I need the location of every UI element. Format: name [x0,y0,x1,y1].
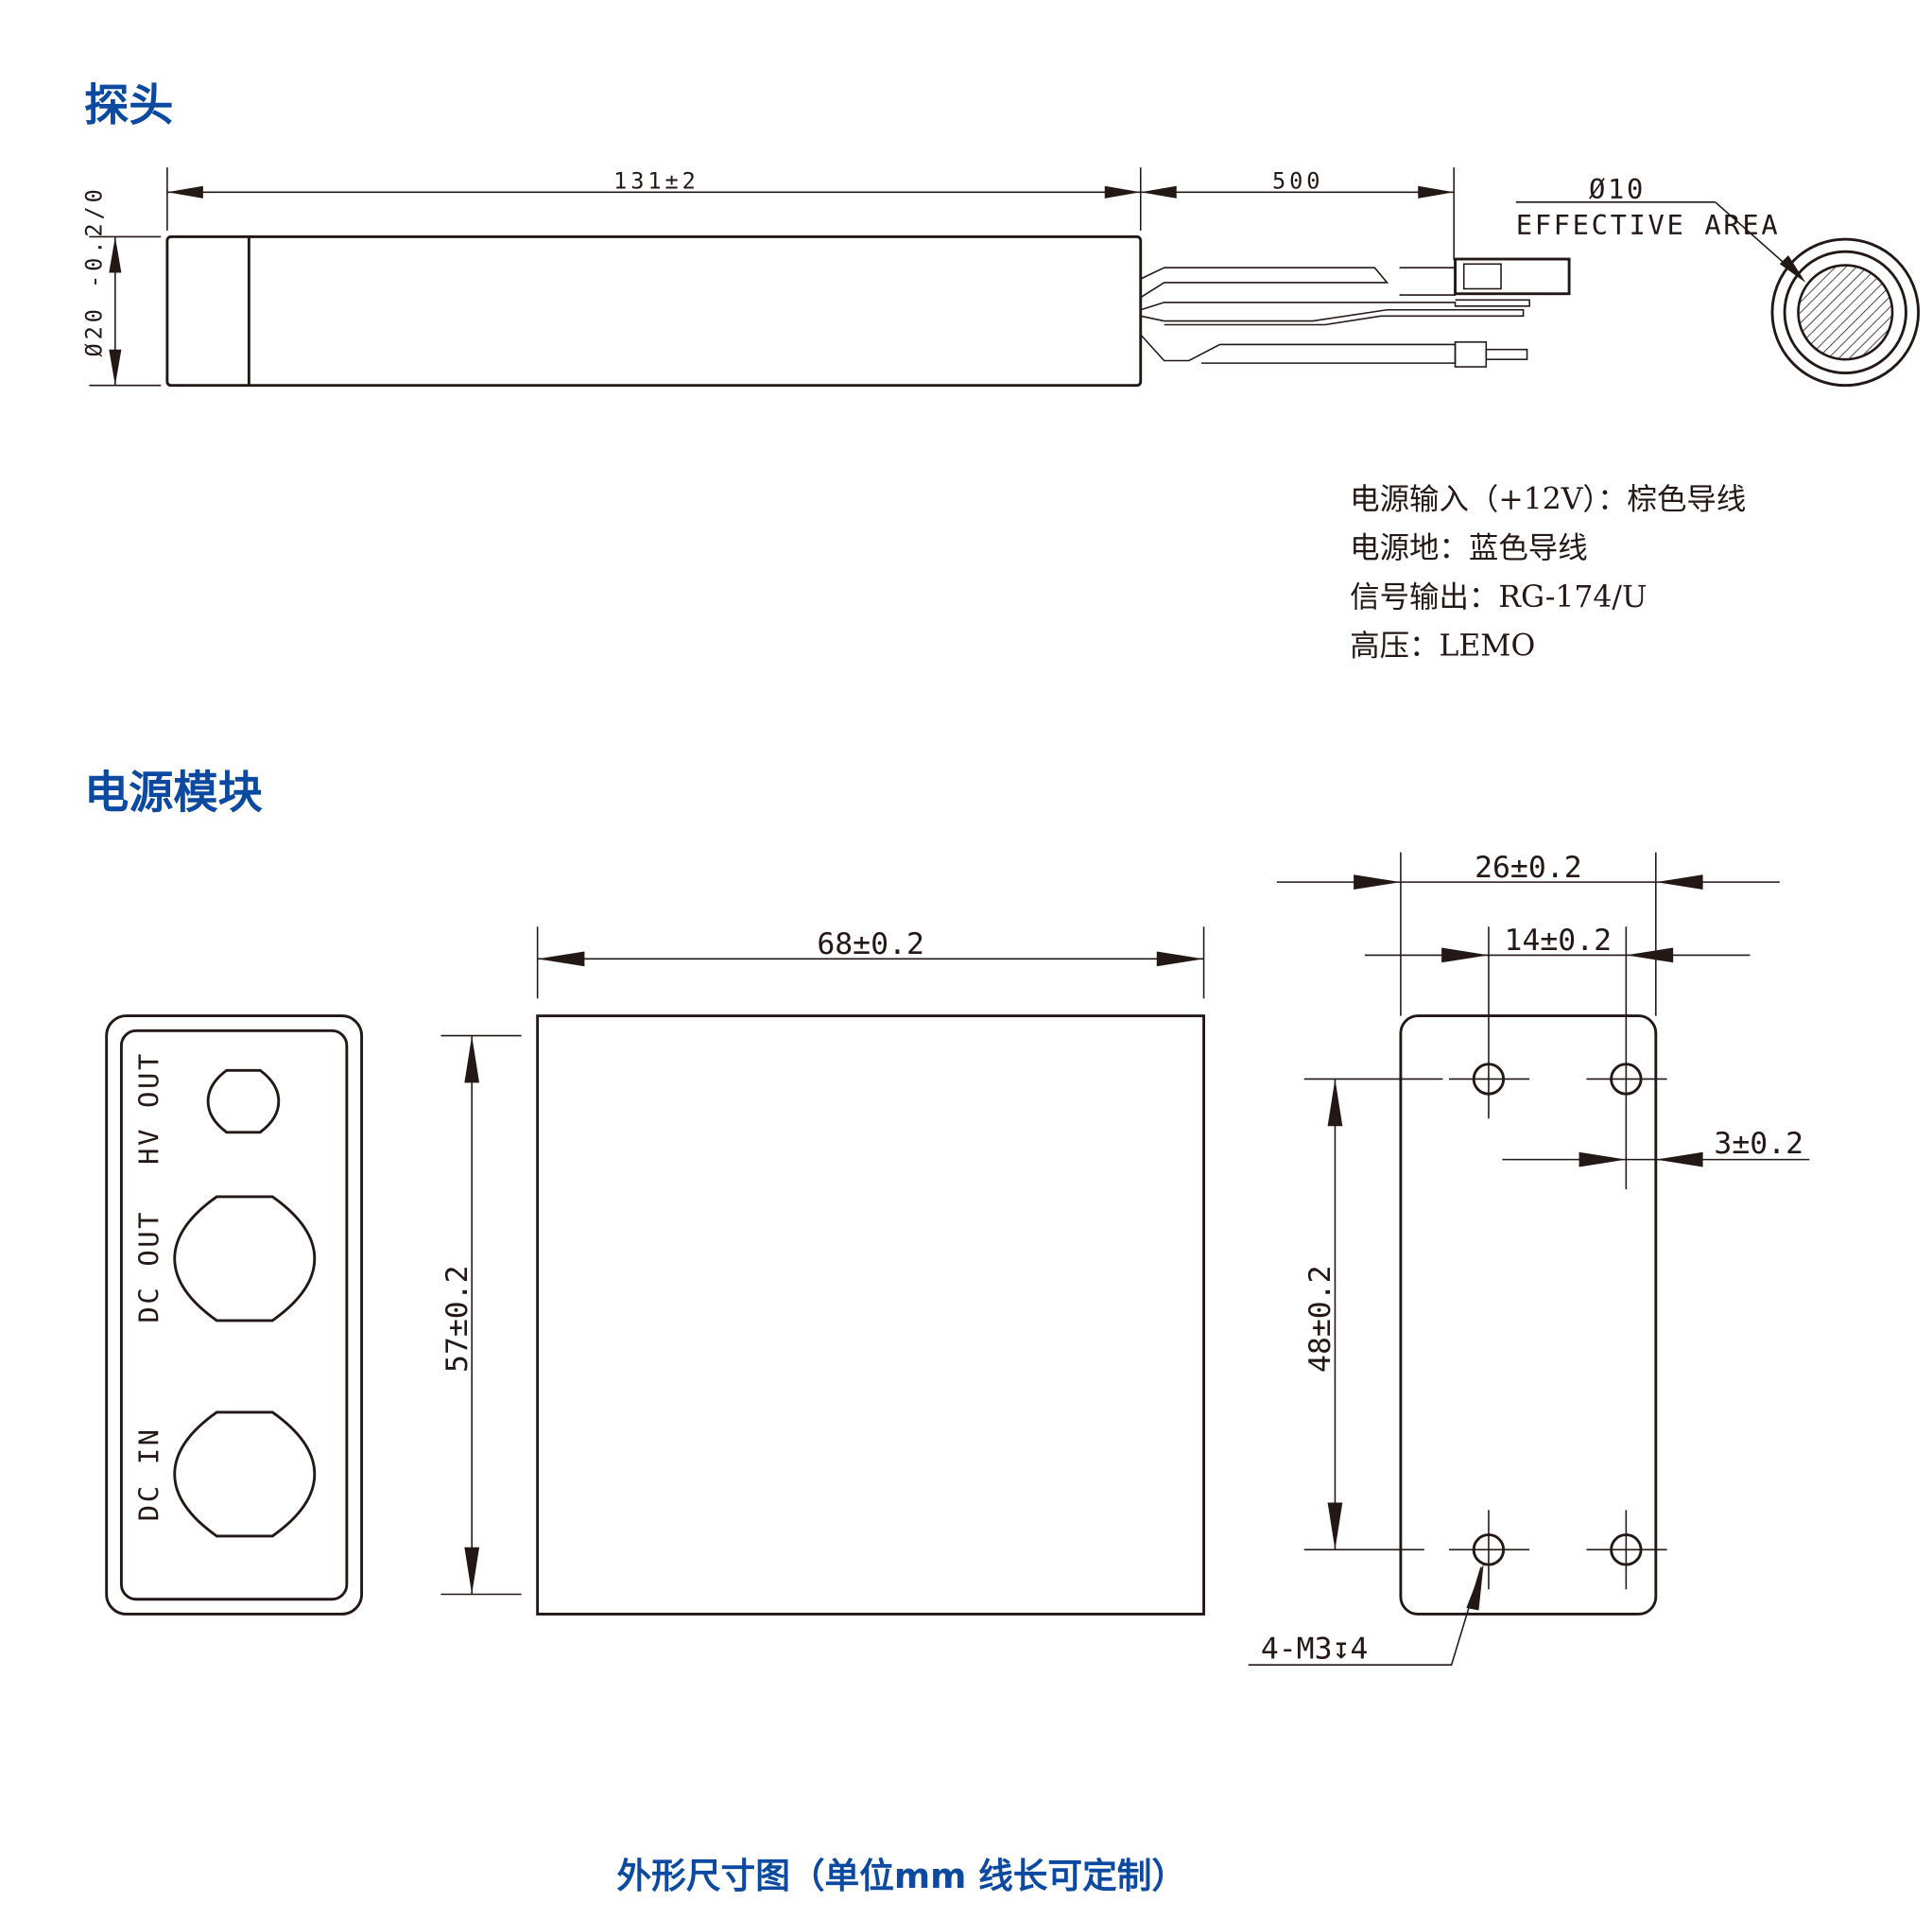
wiring-notes: 电源输入（+12V）：棕色导线 电源地：蓝色导线 信号输出：RG-174/U 高… [1350,483,1746,664]
note-power-input: 电源输入（+12V）：棕色导线 [1350,483,1746,517]
probe-cables [1140,257,1571,368]
hole-vertical-dimension-label: 48±0.2 [1303,1265,1337,1373]
probe-diameter-label: Ø20 -0.2/0 [80,185,107,356]
cable-length-label: 500 [1272,167,1323,194]
mounting-holes [1449,1039,1667,1590]
hole-spacing-dimension-label: 14±0.2 [1505,924,1613,958]
width-dimension-label: 68±0.2 [817,927,924,961]
probe-diameter-dimension: Ø20 -0.2/0 [80,185,162,387]
power-module-heading: 电源模块 [84,767,263,819]
probe-length-label: 131±2 [613,167,699,194]
effective-area-detail: Ø10 EFFECTIVE AREA [1515,173,1921,388]
hole-offset-dimension-label: 3±0.2 [1714,1127,1803,1161]
side-width-dimension-label: 26±0.2 [1475,851,1582,885]
height-dimension-label: 57±0.2 [440,1265,474,1373]
note-signal-output: 信号输出：RG-174/U [1350,580,1647,614]
note-power-ground: 电源地：蓝色导线 [1350,531,1588,565]
dc-out-label: DC OUT [133,1210,165,1323]
probe-body [165,235,1143,388]
effective-area-label: EFFECTIVE AREA [1516,209,1781,241]
drawing-caption: 外形尺寸图（单位mm 线长可定制） [617,1856,1187,1896]
window-diameter-label: Ø10 [1589,173,1646,205]
probe-length-dimension: 131±2 500 [166,167,1456,261]
front-panel-view: HV OUT DC OUT DC IN [105,1014,364,1616]
side-view: 26±0.2 14±0.2 3±0.2 48±0.2 4-M3↧4 [1248,851,1810,1667]
hv-out-label: HV OUT [133,1051,165,1165]
top-view: 68±0.2 57±0.2 [440,926,1206,1616]
probe-heading: 探头 [84,79,173,131]
dc-in-label: DC IN [133,1426,165,1521]
hole-spec-label: 4-M3↧4 [1261,1633,1369,1667]
note-high-voltage: 高压：LEMO [1350,629,1535,663]
